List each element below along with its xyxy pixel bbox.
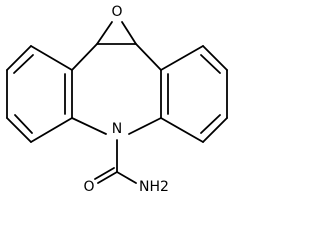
right-benzene-ring	[160, 45, 228, 143]
left-benzene-ring	[6, 45, 73, 143]
chemical-structure: O N O NH2	[6, 4, 228, 195]
carbonyl-oxygen-label: O	[83, 179, 94, 195]
ring-nitrogen-label: N	[112, 121, 122, 137]
carboxamide-group	[94, 139, 137, 184]
epoxide-oxygen-label: O	[111, 4, 122, 20]
central-ring	[71, 43, 162, 135]
amine-label: NH2	[139, 179, 169, 195]
epoxide-ring	[96, 21, 137, 45]
